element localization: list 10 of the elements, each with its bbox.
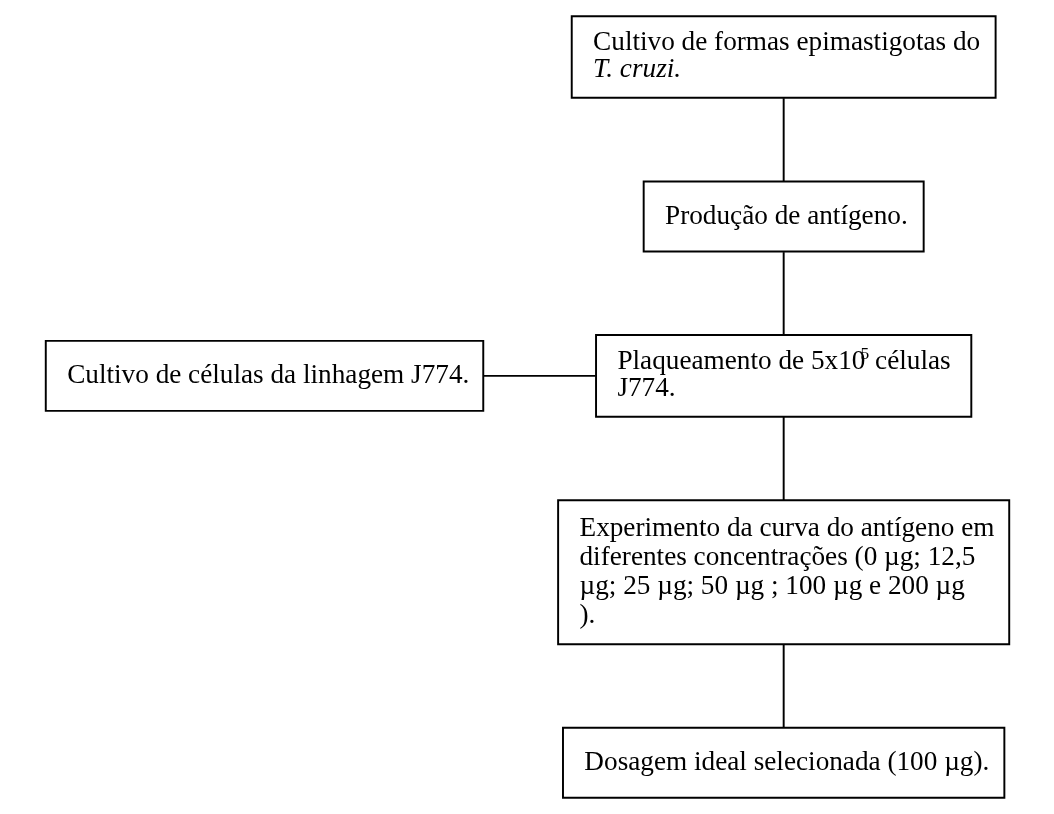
- node-box: Experimento da curva do antígeno em diferentes concentrações (0 µg; 12,5 µg; 25 µg; 50 µg ; 100 µg e 200 µg ).: [556, 499, 1010, 646]
- node-box: Dosagem ideal selecionada (100 µg).: [561, 726, 1005, 799]
- connector: [782, 251, 785, 336]
- connector: [782, 97, 785, 183]
- connector: [782, 415, 785, 502]
- connector: [782, 643, 785, 729]
- node-box: Cultivo de formas epimastigotas do T. cruzi.: [570, 15, 997, 99]
- node-box: Produção de antígeno.: [642, 180, 925, 253]
- connector: [482, 374, 596, 377]
- node-box: Cultivo de células da linhagem J774.: [44, 339, 484, 412]
